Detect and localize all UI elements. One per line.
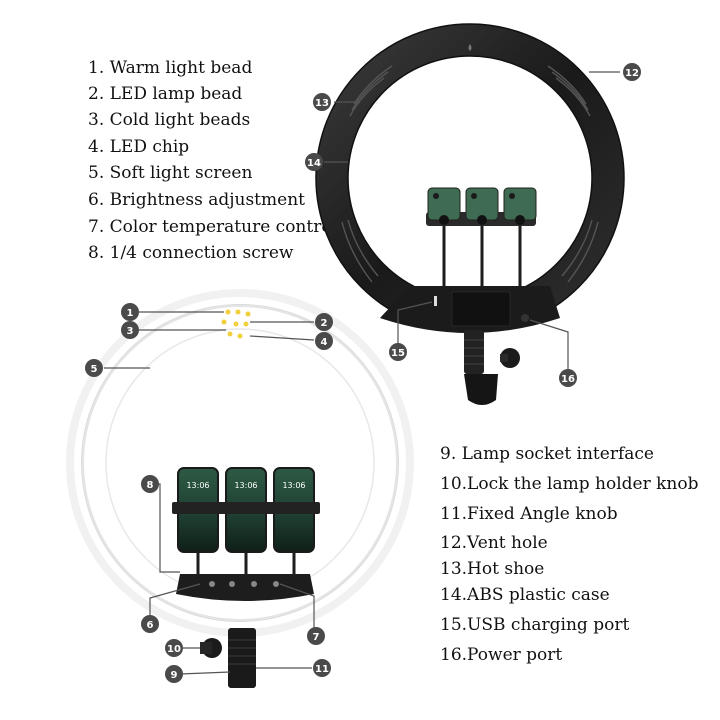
- svg-text:12: 12: [625, 68, 639, 79]
- hot-shoe: [462, 38, 478, 46]
- phone-time-2: 13:06: [234, 481, 257, 490]
- svg-text:11: 11: [315, 664, 329, 675]
- svg-text:15: 15: [391, 348, 405, 359]
- vent-holes: [341, 65, 599, 283]
- legend-item-8: 8. 1/4 connection screw: [88, 243, 294, 263]
- phone-time-1: 13:06: [186, 481, 209, 490]
- svg-text:4: 4: [321, 337, 328, 348]
- legend-item-5: 5. Soft light screen: [88, 163, 253, 183]
- usb-port: [434, 296, 437, 306]
- svg-text:14: 14: [307, 158, 321, 169]
- callout-15: 15: [389, 343, 407, 361]
- svg-text:2: 2: [321, 318, 328, 329]
- callout-10: 10: [165, 639, 183, 657]
- legend-item-10: 10.Lock the lamp holder knob: [440, 474, 699, 494]
- callout-12: 12: [623, 63, 641, 81]
- svg-text:16: 16: [561, 374, 575, 385]
- legend-item-13: 13.Hot shoe: [440, 559, 545, 579]
- legend-item-12: 12.Vent hole: [440, 533, 548, 553]
- svg-text:3: 3: [127, 326, 134, 337]
- phones-bottom: 13:06 13:06 13:06: [172, 467, 320, 553]
- svg-text:13: 13: [315, 98, 329, 109]
- legend-item-6: 6. Brightness adjustment: [88, 190, 305, 210]
- control-panel-bottom: [176, 574, 314, 601]
- legend-item-7: 7. Color temperature control: [88, 217, 338, 237]
- callout-11: 11: [313, 659, 331, 677]
- svg-text:5: 5: [91, 364, 98, 375]
- led-beads: [221, 309, 251, 339]
- phones-top: [427, 187, 537, 225]
- lamp-socket: [228, 628, 256, 688]
- legend-item-11: 11.Fixed Angle knob: [440, 504, 618, 524]
- callout-6: 6: [141, 615, 159, 633]
- callout-5: 5: [85, 359, 103, 377]
- legend-item-1: 1. Warm light bead: [88, 58, 253, 78]
- callout-13: 13: [313, 93, 331, 111]
- legend-item-16: 16.Power port: [440, 645, 563, 665]
- callout-14: 14: [305, 153, 323, 171]
- svg-text:8: 8: [147, 480, 154, 491]
- callout-4: 4: [315, 332, 333, 350]
- power-port: [521, 314, 529, 322]
- callout-9: 9: [165, 665, 183, 683]
- legend-item-4: 4. LED chip: [88, 137, 190, 157]
- legend-item-14: 14.ABS plastic case: [440, 585, 610, 605]
- svg-text:6: 6: [147, 620, 154, 631]
- svg-text:10: 10: [167, 644, 181, 655]
- legend-item-2: 2. LED lamp bead: [88, 84, 243, 104]
- callout-8: 8: [141, 475, 159, 493]
- callout-7: 7: [307, 627, 325, 645]
- phone-time-3: 13:06: [282, 481, 305, 490]
- legend-item-15: 15.USB charging port: [440, 615, 630, 635]
- status-screen: [451, 291, 511, 327]
- callout-1: 1: [121, 303, 139, 321]
- ring-light-black: [315, 23, 625, 405]
- soft-light-screen: [82, 305, 398, 621]
- callout-16: 16: [559, 369, 577, 387]
- svg-text:7: 7: [313, 632, 320, 643]
- callouts: 12 13 14 15 16 1 2 3 4 5 6 7 8 9 10 11: [85, 63, 641, 683]
- legend-item-3: 3. Cold light beads: [88, 110, 251, 130]
- callout-2: 2: [315, 313, 333, 331]
- ring-light-glowing: 13:06 13:06 13:06: [66, 289, 414, 688]
- legend-item-9: 9. Lamp socket interface: [440, 444, 654, 464]
- svg-text:1: 1: [127, 308, 134, 319]
- callout-3: 3: [121, 321, 139, 339]
- svg-text:9: 9: [171, 670, 178, 681]
